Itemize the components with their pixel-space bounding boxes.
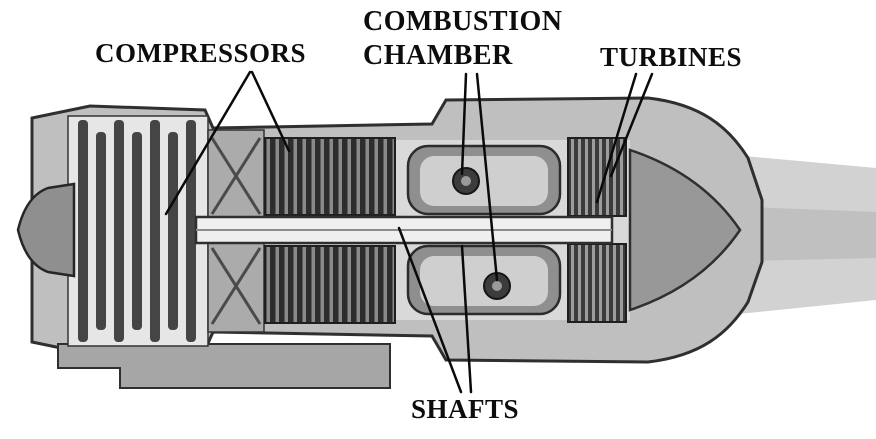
combustion-chamber-assembly: [406, 144, 562, 316]
accessory-gearbox: [57, 343, 391, 389]
label-combustion-chamber-line2: CHAMBER: [363, 40, 513, 71]
leader-turbines-1: [595, 72, 638, 204]
tail-cone: [628, 148, 742, 312]
fan-compressor-section: [67, 115, 209, 347]
leader-turbines-2: [609, 72, 654, 178]
label-combustion-chamber-line1: COMBUSTION: [363, 6, 563, 37]
leader-shafts-1: [397, 226, 463, 394]
spinner-cone: [16, 182, 76, 278]
leader-compressors-2: [250, 70, 291, 153]
leader-shafts-2: [460, 244, 473, 394]
fan-blades: [78, 120, 196, 342]
hp-compressor-blades: [264, 137, 396, 324]
leader-combustion-1: [460, 72, 468, 176]
leader-lines: [164, 70, 654, 394]
label-shafts: SHAFTS: [411, 394, 520, 424]
label-compressors: COMPRESSORS: [95, 38, 307, 68]
leader-combustion-2: [475, 72, 499, 282]
label-turbines: TURBINES: [600, 42, 743, 72]
leader-compressors-1: [164, 70, 252, 216]
